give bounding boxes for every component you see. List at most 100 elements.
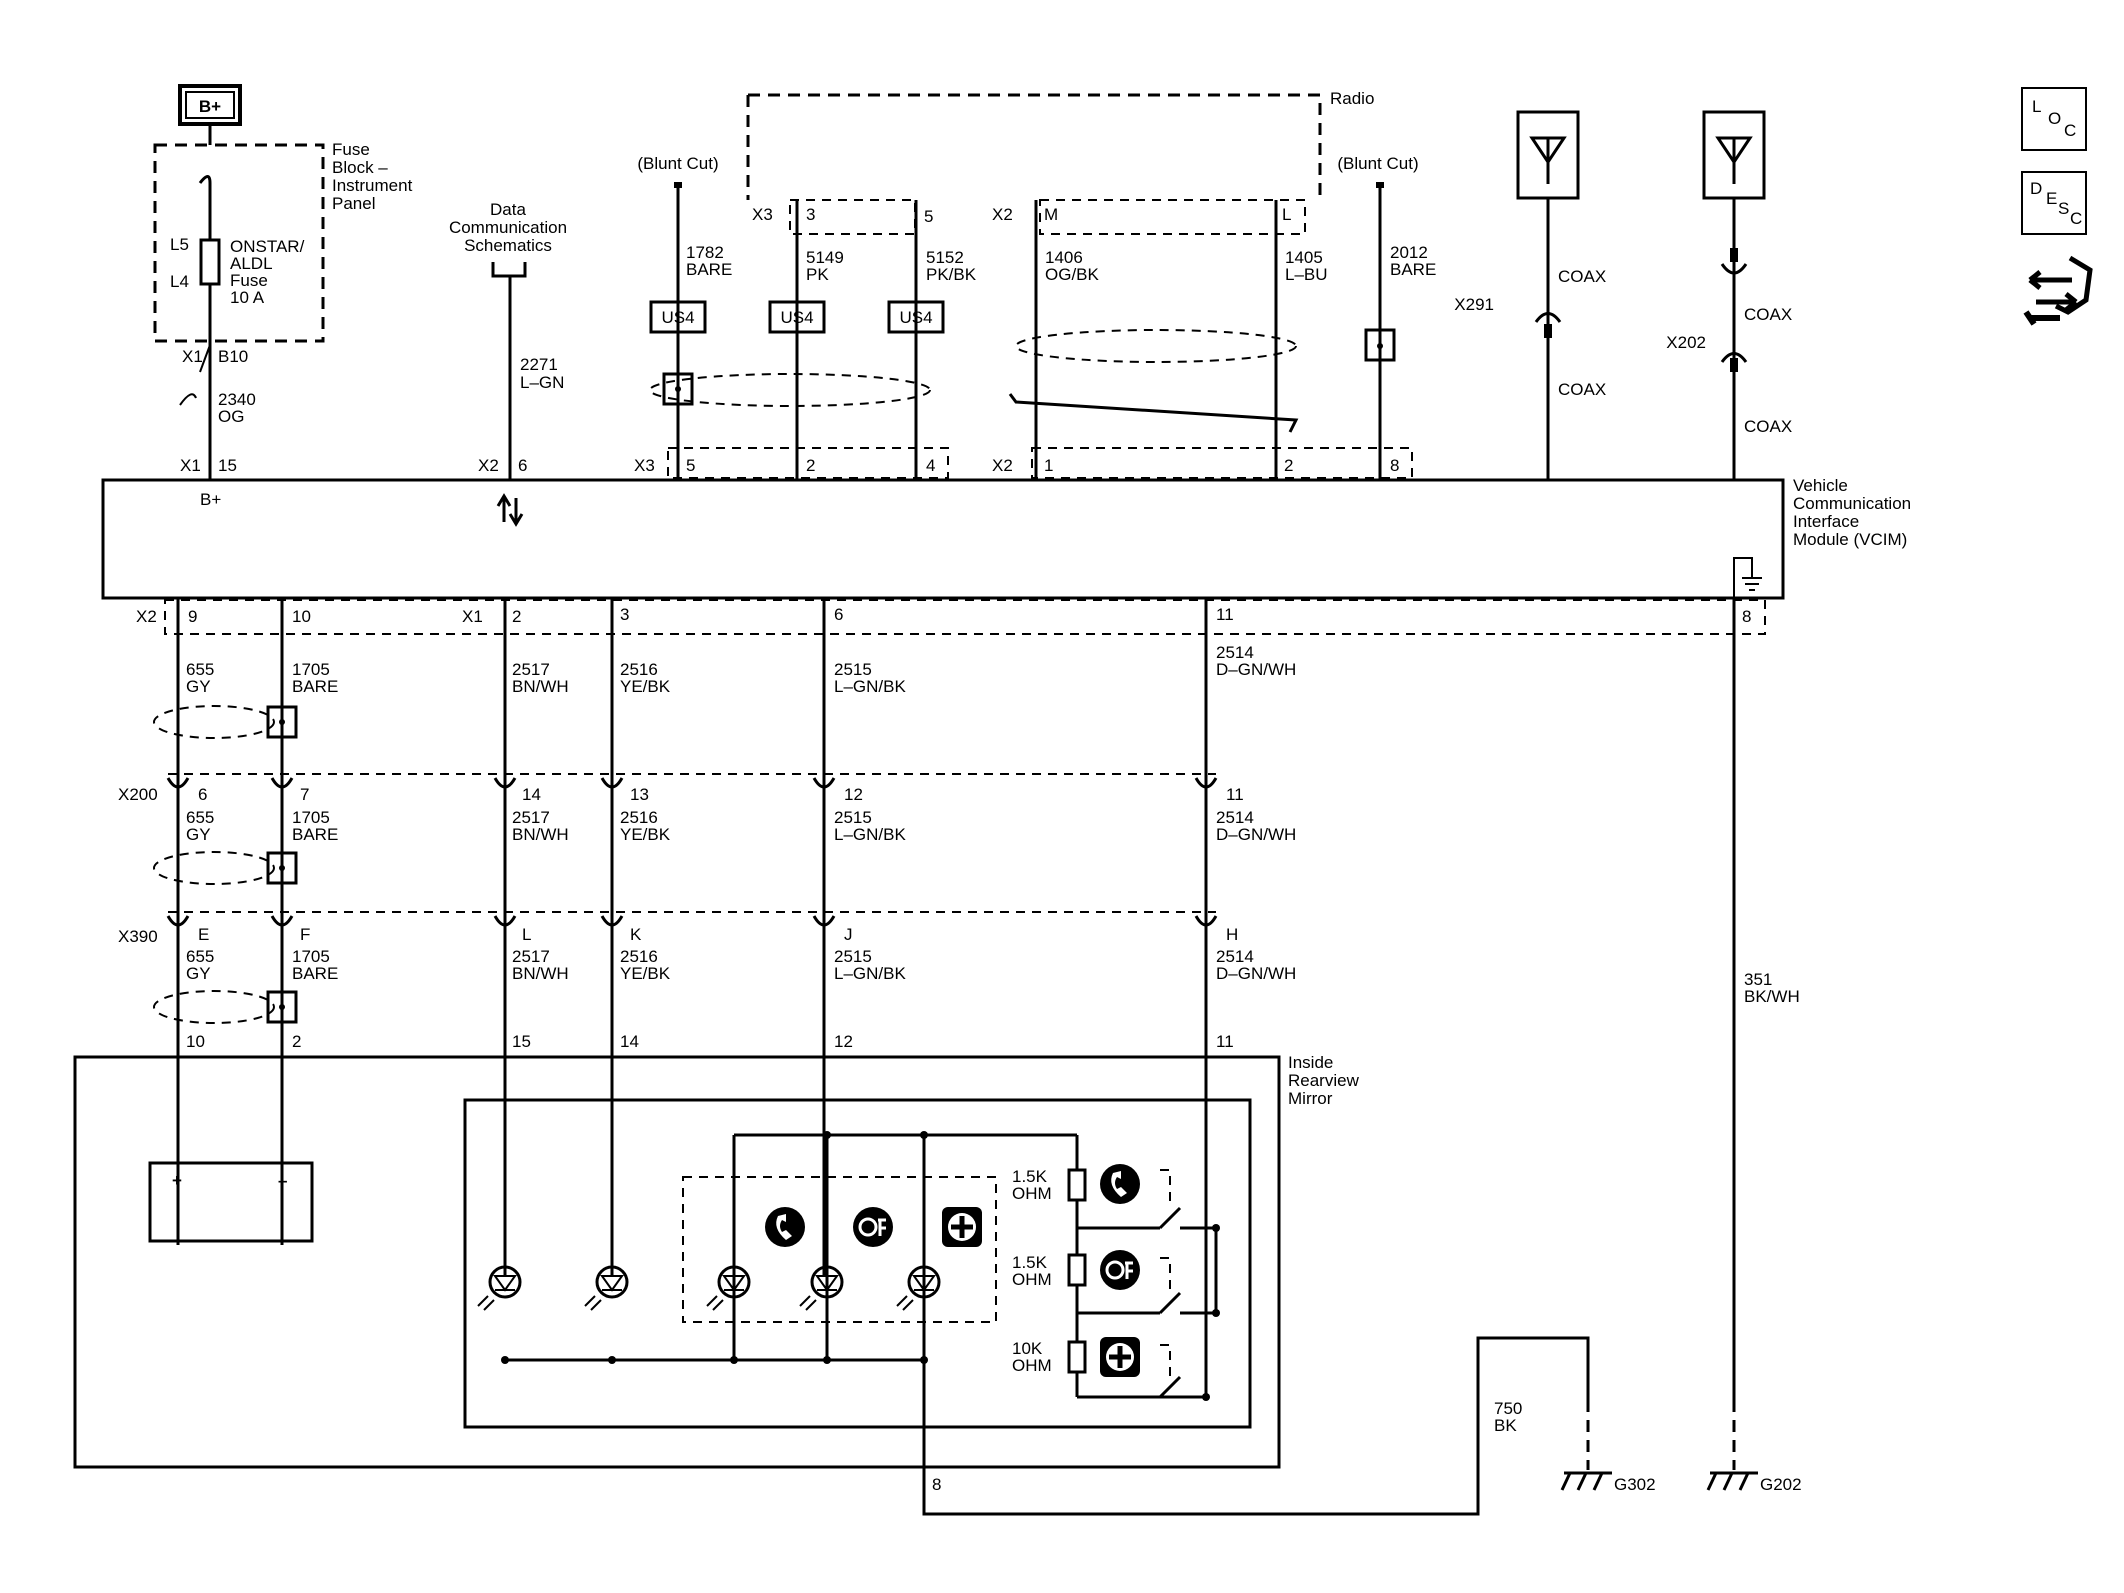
x390-1705-circuit: 1705: [292, 947, 330, 966]
x200-655-circuit: 655: [186, 808, 214, 827]
switch-1: [1077, 1169, 1220, 1232]
phone-button-icon: [1100, 1164, 1140, 1204]
splice-1-label: US4: [661, 308, 694, 327]
wire-750-circuit: 750: [1494, 1399, 1522, 1418]
x200-pin-11: 11: [1226, 785, 1244, 804]
x200-2516-color: YE/BK: [620, 825, 671, 844]
wire-351-color: BK/WH: [1744, 987, 1800, 1006]
mirror-pin-2: 2: [292, 1032, 301, 1051]
antenna-1-connector: X291: [1454, 295, 1494, 314]
vcim-label-4: Module (VCIM): [1793, 530, 1907, 549]
wire-750: [922, 1336, 1590, 1516]
x390-pin-l: L: [522, 925, 531, 944]
emergency-icon: [942, 1207, 982, 1247]
connector-x390: X390 E F L K J H: [118, 911, 1238, 946]
wire-5152-color: PK/BK: [926, 265, 977, 284]
wire-750-color: BK: [1494, 1416, 1517, 1435]
shield-ellipse-radio-audio: [649, 373, 931, 407]
x200-label: X200: [118, 785, 158, 804]
x390-2514-circuit: 2514: [1216, 947, 1254, 966]
radio-label: Radio: [1330, 89, 1374, 108]
x390-2517-color: BN/WH: [512, 964, 569, 983]
shield-ellipse-radio-data: [1015, 329, 1297, 363]
x200-2514-color: D–GN/WH: [1216, 825, 1296, 844]
drain-box-2: [1364, 328, 1396, 362]
seg1-2517-circuit: 2517: [512, 660, 550, 679]
vcim-top-pin-8: 8: [1390, 456, 1399, 475]
seg1-655-color: GY: [186, 677, 211, 696]
antenna-2-coax-bottom: COAX: [1744, 417, 1792, 436]
vcim-top-x3: X3: [634, 456, 655, 475]
fuse-pin-l4: L4: [170, 272, 189, 291]
x200-pin-14: 14: [522, 785, 541, 804]
fuse-block-title-3: Instrument: [332, 176, 413, 195]
inside-rearview-mirror: Inside Rearview Mirror 10 2 15 14 12 11 …: [73, 1032, 1360, 1500]
loc-letter-l: L: [2032, 97, 2041, 116]
x200-2514-circuit: 2514: [1216, 808, 1254, 827]
x390-2514-color: D–GN/WH: [1216, 964, 1296, 983]
x200-pin-6: 6: [198, 785, 207, 804]
mirror-label-2: Rearview: [1288, 1071, 1360, 1090]
splice-2-label: US4: [780, 308, 813, 327]
x200-pin-12: 12: [844, 785, 863, 804]
twist-marker: [1008, 393, 1299, 433]
phone-icon: [765, 1207, 805, 1247]
location-icon[interactable]: L O C: [2021, 87, 2087, 151]
x200-2517-color: BN/WH: [512, 825, 569, 844]
vcim-top-x1: X1: [180, 456, 201, 475]
description-icon[interactable]: D E S C: [2021, 171, 2087, 235]
mic-minus: –: [278, 1171, 287, 1190]
mic-plus: +: [172, 1171, 182, 1190]
vcim-bottom-pin-3: 3: [620, 605, 629, 624]
mirror-pin-15: 15: [512, 1032, 531, 1051]
fuse-pin-l5: L5: [170, 235, 189, 254]
vcim-label-3: Interface: [1793, 512, 1859, 531]
wire-2340-color: OG: [218, 407, 244, 426]
wire-1406-circuit: 1406: [1045, 248, 1083, 267]
x390-2517-circuit: 2517: [512, 947, 550, 966]
radio-module: Radio X3 3 5 X2 M L: [746, 89, 1374, 235]
wire-2012-circuit: 2012: [1390, 243, 1428, 262]
loc-letter-o: O: [2048, 109, 2061, 128]
resistor-2: [1067, 1253, 1087, 1287]
seg1-2515-circuit: 2515: [834, 660, 872, 679]
x390-pin-h: H: [1226, 925, 1238, 944]
resistor-2-value: 1.5K: [1012, 1253, 1048, 1272]
x390-655-circuit: 655: [186, 947, 214, 966]
seg1-655-circuit: 655: [186, 660, 214, 679]
fuse-block: Fuse Block – Instrument Panel L5 L4 ONST…: [153, 140, 413, 343]
resistor-1: [1067, 1168, 1087, 1202]
wire-5152-circuit: 5152: [926, 248, 964, 267]
resistor-2-unit: OHM: [1012, 1270, 1052, 1289]
desc-letter-d: D: [2030, 179, 2042, 198]
wire-5149-circuit: 5149: [806, 248, 844, 267]
connector-tool-icon[interactable]: [2023, 255, 2093, 326]
mirror-label-3: Mirror: [1288, 1089, 1333, 1108]
vcim-top-pin-1: 1: [1044, 456, 1053, 475]
data-comm-line-3: Schematics: [464, 236, 552, 255]
led-1: [477, 1265, 522, 1311]
data-comm-line-1: Data: [490, 200, 526, 219]
blunt-cut-2: (Blunt Cut): [1337, 154, 1418, 173]
vcim-bottom-pin-9: 9: [188, 607, 197, 626]
x200-1705-color: BARE: [292, 825, 338, 844]
x390-pin-f: F: [300, 925, 310, 944]
loc-letter-c: C: [2064, 121, 2076, 140]
emergency-button-icon: [1100, 1337, 1140, 1377]
splice-us4-2: US4: [768, 300, 826, 334]
fuse-symbol: [199, 238, 221, 286]
x390-pin-k: K: [630, 925, 642, 944]
x200-1705-circuit: 1705: [292, 808, 330, 827]
resistor-3: [1067, 1340, 1087, 1374]
fuse-block-title-1: Fuse: [332, 140, 370, 159]
shield-ellipse-seg3: [153, 990, 275, 1024]
vcim-bottom-pin-11: 11: [1216, 605, 1234, 624]
mirror-pin-11: 11: [1216, 1032, 1234, 1051]
seg1-2515-color: L–GN/BK: [834, 677, 906, 696]
ground-g202: G202: [1706, 1471, 1802, 1494]
x390-2515-circuit: 2515: [834, 947, 872, 966]
seg1-2516-circuit: 2516: [620, 660, 658, 679]
seg1-1705-color: BARE: [292, 677, 338, 696]
antenna-2: [1702, 110, 1766, 200]
wire-1405-color: L–BU: [1285, 265, 1328, 284]
